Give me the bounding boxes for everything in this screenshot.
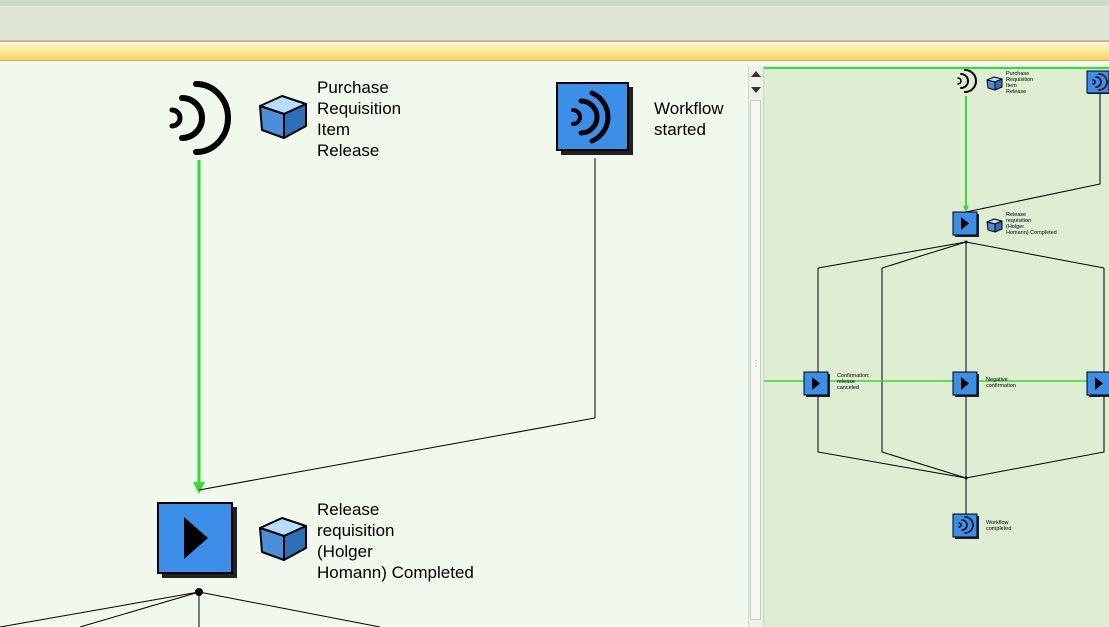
activity-play-icon [184, 517, 208, 559]
workflow-start-connector [198, 158, 596, 491]
toolbar [0, 6, 1109, 41]
overview-workflow-completed-label: Workflow completed [986, 520, 1012, 532]
splitter-grip-icon[interactable]: ⋮ [752, 359, 760, 368]
notice-bar [0, 41, 1109, 61]
scroll-down-icon[interactable] [751, 87, 761, 93]
event-signal-icon[interactable] [169, 81, 231, 155]
pr-release-label: Purchase Requisition Item Release [317, 78, 402, 160]
vertical-scrollbar[interactable] [748, 66, 763, 627]
branch-junction [195, 588, 203, 596]
branch-line [79, 591, 200, 627]
release-activity-node[interactable] [157, 502, 237, 578]
overview-panel[interactable]: Purchase Requisition Item Release Releas… [763, 66, 1109, 627]
workflow-start-node[interactable] [556, 82, 633, 155]
scroll-up-icon[interactable] [751, 71, 761, 77]
workflow-started-label: Workflow started [654, 99, 724, 139]
business-object-icon[interactable] [259, 517, 307, 561]
branch-line [198, 591, 381, 627]
overview-confirmation-canceled-label: Confirmation: release canceled [837, 373, 870, 391]
branch-line [0, 591, 200, 627]
scroll-thumb[interactable] [750, 100, 761, 620]
active-path-arrowhead [193, 482, 205, 494]
event-signal-icon [571, 90, 611, 144]
overview-pr-release-label: Purchase Requisition Item Release [1006, 71, 1034, 95]
release-completed-label: Release requisition (Holger Homann) Comp… [317, 500, 474, 582]
workflow-canvas[interactable]: Purchase Requisition Item Release Workfl… [0, 66, 748, 627]
window-top-edge [0, 0, 1109, 6]
overview-negative-confirmation-label: Negative confirmation [986, 377, 1016, 389]
overview-release-completed-label: Release requisition (Holger Homann) Comp… [1006, 212, 1057, 236]
business-object-icon[interactable] [259, 95, 307, 139]
